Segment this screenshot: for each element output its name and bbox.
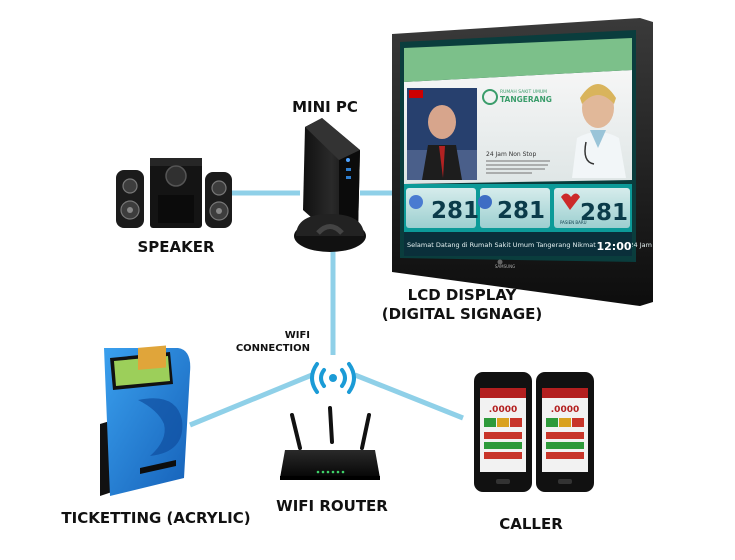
label-ticketting: TICKETTING (ACRYLIC) [61,509,251,527]
label-wifi-connection-line1: WIFI [284,330,310,341]
wifi-to-caller-line [354,372,464,421]
subwoofer [150,158,202,228]
hospital-name: TANGERANG [500,95,552,104]
label-speaker: SPEAKER [137,238,215,256]
label-mini-pc: MINI PC [292,98,358,116]
queue-number-1: 281 [431,198,479,224]
doctor-photo [572,84,626,178]
power-led [346,158,350,162]
hospital-name-small: RUMAH SAKIT UMUM [500,89,547,95]
caller-display-1: .0000 [489,405,517,415]
info-text-lines [486,160,550,174]
ticket-slot [140,460,176,474]
label-lcd-display-line1: LCD DISPLAY [407,286,517,304]
router-leds [316,470,345,474]
counter-icon-1 [409,195,423,209]
lcd-display: RUMAH SAKIT UMUM TANGERANG 24 Jam Non St… [392,18,653,306]
counter-label-3: PASIEN BARU [560,220,587,225]
label-lcd-display-line2: (DIGITAL SIGNAGE) [381,305,543,323]
label-wifi-connection-line2: CONNECTION [235,343,310,354]
screen-clock: 12:00 [596,240,631,253]
left-speaker [116,170,144,228]
wifi-signal-icon [310,362,356,394]
ticketing-kiosk [100,345,191,496]
label-wifi-router: WIFI ROUTER [276,497,388,515]
home-button [558,479,572,484]
ticker-text: Selamat Datang di Rumah Sakit Umum Tange… [407,241,652,249]
label-caller: CALLER [499,515,563,533]
tv-brand: SAMSUNG [495,264,515,269]
counter-icon-2 [478,195,492,209]
info-title: 24 Jam Non Stop [486,151,536,158]
caller-display-2: .0000 [551,405,579,415]
queue-number-3: 281 [580,200,628,226]
queue-panel-2: 281 [478,188,550,228]
queue-number-2: 281 [497,198,545,224]
connection-lines [189,190,464,428]
label-wifi-connection: WIFI CONNECTION [222,329,310,355]
usb-port [346,168,351,171]
right-speaker [205,172,232,228]
wifi-router [280,406,380,480]
caller-phone-2: .0000 [536,372,594,492]
mini-pc [294,118,366,252]
queue-panel-1: 281 [406,188,479,228]
home-button [496,479,510,484]
usb-port [346,176,351,179]
label-lcd-display: LCD DISPLAY (DIGITAL SIGNAGE) [382,286,543,324]
tv-power-button [497,259,503,265]
speaker-system [116,158,232,228]
hospital-logo-icon [482,89,498,105]
wifi-to-kiosk-line [189,372,313,428]
heart-icon [561,193,580,210]
queue-panel-3: PASIEN BARU 281 [554,188,630,228]
caller-phone-1: .0000 [474,372,532,492]
news-video-thumbnail [407,88,477,180]
